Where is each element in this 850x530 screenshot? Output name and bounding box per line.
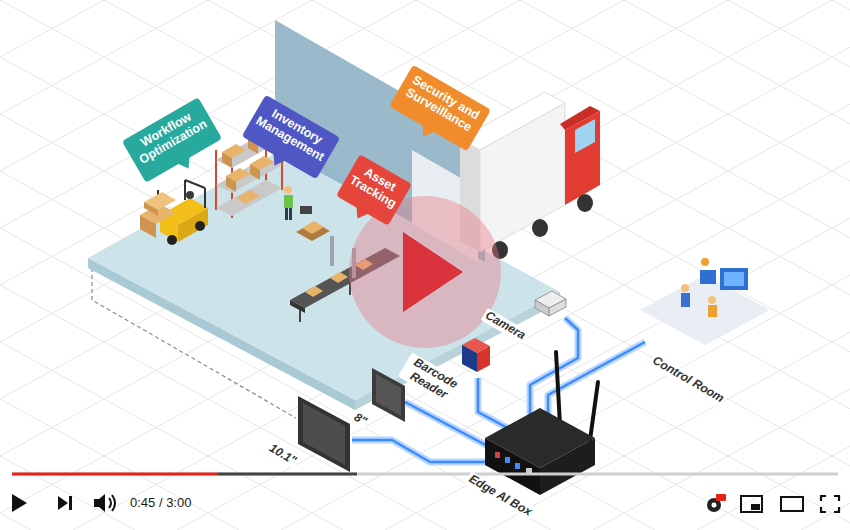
control-room xyxy=(640,275,770,345)
control-room xyxy=(681,293,690,307)
camera-device xyxy=(535,291,566,316)
player-controls xyxy=(712,503,717,508)
player-controls xyxy=(58,496,68,510)
edge-ai-box xyxy=(505,457,510,463)
worker xyxy=(289,208,292,220)
worker xyxy=(296,222,330,241)
shelf-rack xyxy=(226,176,236,192)
signal-wire xyxy=(352,440,500,462)
worker xyxy=(284,186,292,194)
time-readout: 0:45 / 3:00 xyxy=(130,495,191,511)
shelf-rack xyxy=(222,152,232,168)
edge-ai-box xyxy=(515,463,520,469)
forklift xyxy=(185,180,205,188)
progress-bar xyxy=(12,473,218,476)
control-room xyxy=(720,268,748,290)
edge-ai-box xyxy=(556,352,560,425)
play-overlay xyxy=(349,196,501,348)
conveyor xyxy=(290,300,305,313)
camera-device xyxy=(535,300,549,316)
tablet-10 xyxy=(298,396,350,472)
worker xyxy=(284,195,293,208)
player-controls xyxy=(821,496,839,512)
forklift xyxy=(144,202,158,216)
camera-device xyxy=(549,299,566,316)
control-room xyxy=(708,296,716,304)
tablet-10 xyxy=(303,403,345,465)
forklift xyxy=(204,188,206,208)
shelf-rack xyxy=(250,164,260,180)
worker xyxy=(284,186,330,241)
barcode-reader xyxy=(477,346,490,372)
tablet-10 xyxy=(298,396,350,472)
edge-ai-box xyxy=(495,452,500,458)
control-room xyxy=(640,258,770,345)
player-controls xyxy=(781,497,803,511)
signal-wire xyxy=(405,402,495,450)
play-overlay xyxy=(403,232,463,312)
control-room xyxy=(708,305,717,317)
worker xyxy=(300,206,312,214)
control-room xyxy=(681,284,689,292)
forklift xyxy=(178,208,208,242)
player-controls xyxy=(109,498,111,508)
player-controls xyxy=(12,494,27,512)
player-controls xyxy=(69,496,72,510)
truck xyxy=(575,119,595,153)
player-controls xyxy=(741,496,762,512)
forklift xyxy=(195,221,205,231)
truck xyxy=(577,194,593,212)
tablet-8 xyxy=(376,374,401,416)
truck xyxy=(532,219,548,237)
control-room xyxy=(700,270,716,284)
barcode-reader xyxy=(462,338,490,372)
truck xyxy=(480,103,565,252)
forklift xyxy=(186,191,194,199)
forklift xyxy=(184,180,186,200)
signal-wire xyxy=(478,378,515,432)
conveyor xyxy=(299,310,301,322)
player-controls xyxy=(112,495,115,511)
conveyor xyxy=(330,272,348,283)
player-controls xyxy=(94,494,105,512)
shelf-rack xyxy=(236,190,260,204)
player-controls xyxy=(751,504,760,510)
worker xyxy=(302,221,324,234)
player-controls xyxy=(716,494,726,501)
control-room xyxy=(724,272,744,286)
signal-wire xyxy=(352,440,500,462)
forklift xyxy=(140,215,156,238)
edge-ai-box xyxy=(540,438,595,495)
conveyor xyxy=(305,286,323,297)
signal-wire xyxy=(405,402,495,450)
shelf-rack xyxy=(215,150,217,210)
signal-wire xyxy=(478,378,515,432)
player-controls xyxy=(12,494,839,512)
barcode-reader xyxy=(462,345,477,372)
forklift xyxy=(167,235,177,245)
conveyor xyxy=(330,236,334,266)
progress-bar xyxy=(12,474,838,475)
worker xyxy=(285,208,288,220)
forklift xyxy=(140,180,208,245)
progress-bar xyxy=(12,473,838,476)
control-room xyxy=(701,258,709,266)
shelf-rack xyxy=(216,180,282,216)
progress-bar xyxy=(218,473,357,476)
play-overlay xyxy=(349,196,501,348)
edge-ai-box xyxy=(590,382,598,440)
